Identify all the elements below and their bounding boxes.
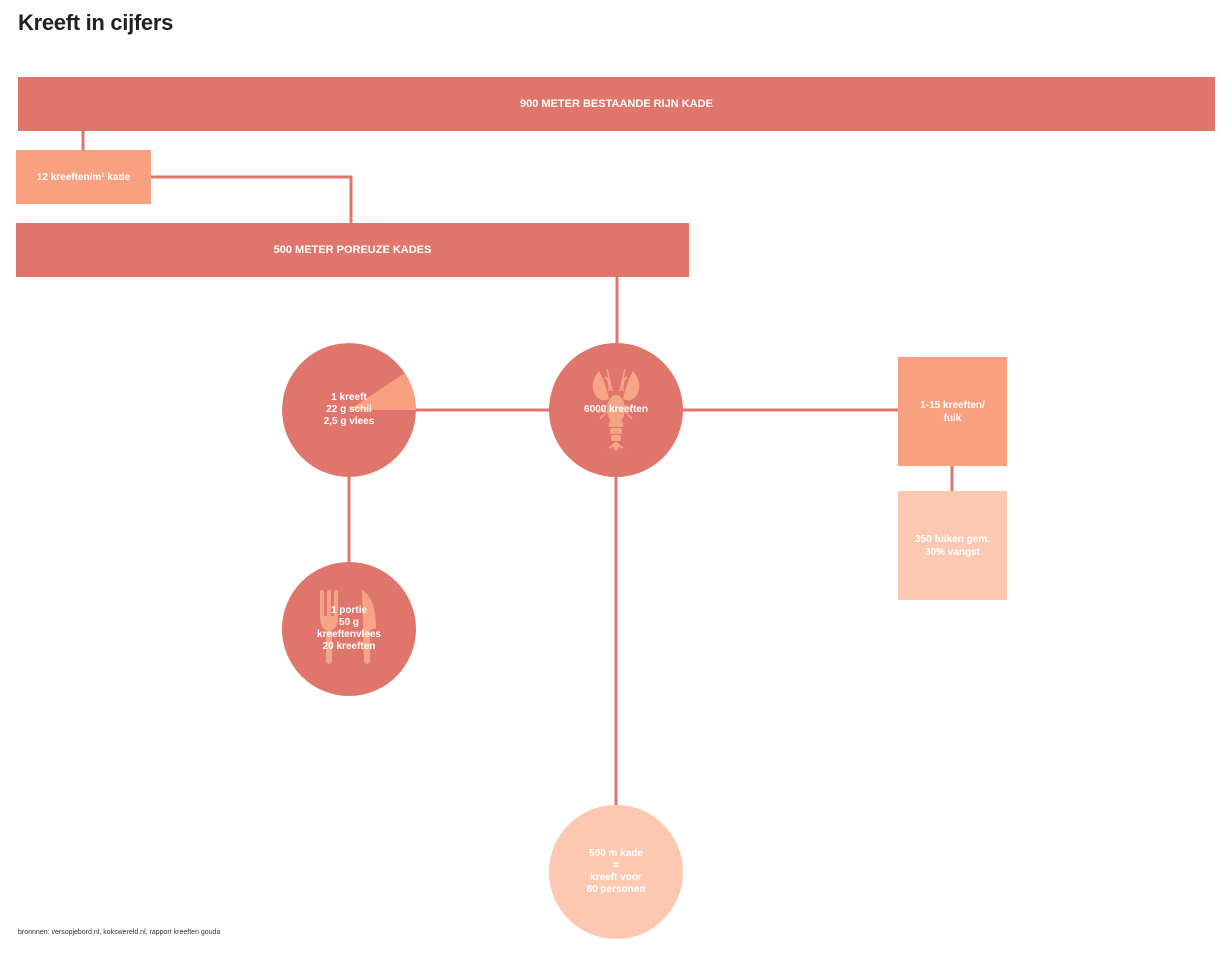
rijn-kade-bar: 900 METER BESTAANDE RIJN KADE (18, 77, 1215, 131)
per-meter-box: 12 kreeften/m¹ kade (16, 150, 151, 204)
kreeft-line-2: 22 g schil (326, 404, 372, 415)
result-line-1: 500 m kade (589, 848, 643, 859)
portie-circle: 1 portie 50 g kreeftenvlees 20 kreeften (282, 562, 416, 696)
per-fuik-line-1: 1-15 kreeften/ (920, 399, 985, 411)
fuiken-line-1: 350 fuiken gem. (914, 533, 991, 545)
fork-knife-icon (320, 590, 376, 664)
per-meter-label: 12 kreeften/m¹ kade (36, 171, 131, 183)
lobster-icon (592, 368, 640, 451)
per-fuik-box: 1-15 kreeften/ fuik (898, 357, 1007, 466)
portie-line-3: kreeftenvlees (317, 629, 381, 640)
poreuze-kades-bar: 500 METER POREUZE KADES (16, 223, 689, 277)
portie-line-2: 50 g (338, 617, 359, 628)
per-fuik-line-2: fuik (943, 412, 962, 424)
fuiken-line-2: 30% vangst (924, 546, 981, 558)
shell-pie-slice (349, 373, 416, 410)
portie-line-1: 1 portie (330, 605, 368, 616)
poreuze-kades-label: 500 METER POREUZE KADES (273, 244, 432, 256)
portie-line-4: 20 kreeften (322, 641, 376, 652)
result-circle: 500 m kade = kreeft voor 80 personen (549, 805, 683, 939)
shell-ratio-pie (282, 343, 416, 477)
result-line-2: = (613, 860, 619, 871)
result-line-4: 80 personen (586, 884, 646, 895)
kreeft-line-3: 2,5 g vlees (323, 416, 375, 427)
total-label: 6000 kreeften (584, 404, 648, 415)
connector-per-meter-to-poreuze (150, 175, 353, 224)
page-title: Kreeft in cijfers (18, 10, 174, 35)
sources-footnote: bronnnen: versopjebord.nl, kokswereld.nl… (18, 929, 221, 936)
fuiken-box: 350 fuiken gem. 30% vangst (898, 491, 1007, 600)
kreeft-line-1: 1 kreeft (331, 392, 367, 403)
rijn-kade-label: 900 METER BESTAANDE RIJN KADE (520, 98, 713, 110)
result-line-3: kreeft voor (590, 872, 642, 883)
kreeft-detail-circle: 1 kreeft 22 g schil 2,5 g vlees (282, 343, 416, 477)
total-circle: 6000 kreeften (549, 343, 683, 477)
